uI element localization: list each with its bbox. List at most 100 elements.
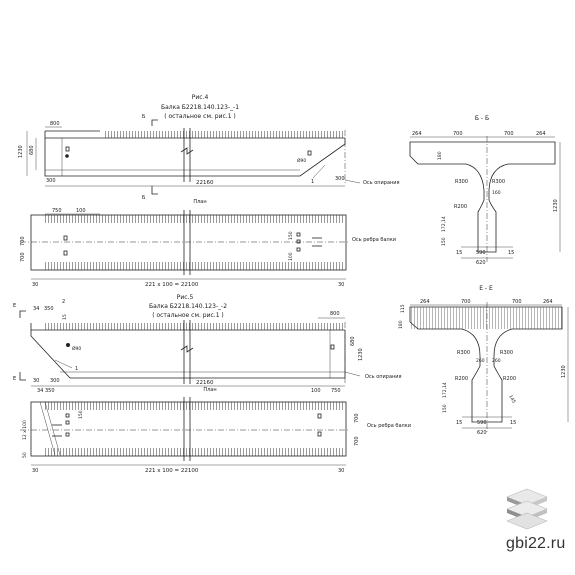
fig5-pos-1: 1	[75, 366, 78, 372]
fig4-dim-300-right: 300	[335, 176, 345, 182]
section-e-dim-15b: 15	[510, 420, 516, 426]
section-e-r300a: R300	[457, 350, 470, 356]
section-b-b: Б - Б 264 700 700 264 180 160 R300 R300 …	[409, 115, 561, 266]
fig5-elevation: Рис.5 Балка Б2218.140.123-_-2 ( остально…	[13, 294, 402, 387]
fig5-plan: План 34 350 100 750 12 x 100 50 150 700 …	[20, 387, 411, 474]
fig5-dim-15: 15	[62, 314, 68, 320]
fig5-dim-length: 22160	[196, 380, 214, 386]
fig5-plan-dim-350: 350	[45, 388, 55, 394]
fig4-lift-point	[65, 154, 69, 158]
fig5-dim-2: 2	[62, 299, 65, 305]
section-b-r300a: R300	[455, 179, 468, 185]
fig5-plan-dim-150: 150	[78, 410, 84, 419]
fig4-elevation: Рис.4 Балка Б2218.140.123-_-1 ( остально…	[18, 94, 400, 201]
fig4-plan-dim-30a: 30	[32, 282, 38, 288]
fig4-dim-1230: 1230	[18, 145, 24, 158]
section-e-r200a: R200	[455, 376, 468, 382]
fig4-plan: План 750 100 700 700 150 100 221 x 100 =…	[20, 199, 396, 288]
fig5-plan-outline	[30, 401, 347, 457]
fig5-plan-dim-12x100: 12 x 100	[22, 420, 28, 440]
section-e-dim-620: 620	[477, 430, 487, 436]
fig5-plan-dim-50: 50	[22, 452, 28, 458]
section-e-dim-264b: 264	[543, 299, 553, 305]
fig5-dim-1230: 1230	[358, 348, 364, 361]
fig5-plan-title: План	[203, 387, 216, 393]
section-e-dim-260a: 260	[476, 358, 485, 364]
section-e-r300b: R300	[500, 350, 513, 356]
section-b-dim-700b: 700	[504, 131, 514, 137]
section-e-dim-115: 115	[400, 304, 406, 313]
fig4-section-mark-top: Б	[142, 114, 146, 120]
section-e-dim-150: 150	[442, 404, 448, 413]
section-b-title: Б - Б	[475, 115, 489, 122]
section-e-title: Е - Е	[479, 285, 493, 292]
fig4-phi: Ø90	[297, 157, 306, 164]
fig5-beam-outline	[30, 323, 346, 379]
fig5-dim-680: 680	[350, 336, 356, 346]
section-b-dim-620: 620	[476, 260, 486, 266]
section-e-dim-1230: 1230	[561, 365, 567, 378]
fig5-plan-dim-700a: 700	[354, 413, 360, 423]
section-b-dim-264a: 264	[412, 131, 422, 137]
section-b-dim-15b: 15	[508, 250, 514, 256]
fig5-plan-axis-label: Ось ребра балки	[367, 423, 411, 429]
section-b-outline	[409, 141, 556, 253]
fig4-top-ribs	[103, 131, 345, 138]
fig4-plan-dim-700b: 700	[20, 252, 26, 262]
fig4-dim-length: 22160	[196, 180, 214, 186]
section-b-dim-590: 590	[476, 250, 486, 256]
section-b-r200: R200	[454, 204, 467, 210]
section-b-dim-180: 180	[437, 151, 443, 160]
fig5-section-mark-bottom: Е	[13, 376, 16, 382]
section-b-dim-150: 150	[441, 237, 447, 246]
fig4-plan-dim-30b: 30	[338, 282, 344, 288]
fig4-section-mark-bottom: Б	[142, 195, 146, 201]
fig5-phi: Ø90	[72, 345, 81, 352]
fig4-title: Рис.4	[192, 94, 209, 101]
section-e-dim-700b: 700	[512, 299, 522, 305]
fig5-support-label: Ось опирания	[365, 374, 402, 380]
section-e-dim-172: 172,14	[442, 382, 448, 398]
fig5-plan-dim-30b: 30	[338, 468, 344, 474]
section-b-dim-172: 172,14	[441, 216, 447, 232]
section-e-dim-145: 145	[507, 394, 517, 405]
section-e-dim-15a: 15	[456, 420, 462, 426]
fig4-dim-800: 800	[50, 121, 60, 127]
section-b-dim-160: 160	[492, 190, 501, 196]
fig4-plan-axis-label: Ось ребра балки	[352, 237, 396, 243]
section-b-r300b: R300	[492, 179, 505, 185]
fig4-plan-title: План	[193, 199, 206, 205]
section-e-r200b: R200	[503, 376, 516, 382]
section-e-dim-590: 590	[477, 420, 487, 426]
fig5-plan-dim-30a: 30	[32, 468, 38, 474]
fig4-plan-dim-750: 750	[52, 208, 62, 214]
section-e-e: Е - Е 264 700 700 264 115 180 R300 R300 …	[398, 285, 569, 436]
fig4-plan-dim-700a: 700	[20, 236, 26, 246]
fig4-break-line	[180, 128, 194, 182]
fig5-section-mark-top: Е	[13, 303, 16, 309]
fig5-dim-350: 350	[44, 306, 54, 312]
fig4-pos-1: 1	[311, 179, 314, 185]
fig4-dim-680: 680	[29, 145, 35, 155]
fig5-plan-dim-700b: 700	[354, 436, 360, 446]
fig4-hole	[65, 146, 70, 152]
brand-logo-icon	[506, 488, 548, 530]
fig4-plan-outline	[30, 214, 347, 271]
fig5-plan-span: 221 x 100 = 22100	[145, 468, 199, 474]
fig5-plan-dim-100: 100	[311, 388, 321, 394]
fig5-dim-800: 800	[330, 311, 340, 317]
site-url-label[interactable]: gbi22.ru	[506, 535, 566, 552]
fig4-plan-dim-150: 150	[288, 231, 294, 240]
section-e-dim-264a: 264	[420, 299, 430, 305]
section-e-dim-700a: 700	[461, 299, 471, 305]
fig4-plan-span: 221 x 100 = 22100	[145, 282, 199, 288]
section-e-dim-260b: 260	[492, 358, 501, 364]
section-e-dim-180: 180	[398, 320, 404, 329]
section-b-dim-15a: 15	[456, 250, 462, 256]
fig5-plan-dim-750: 750	[331, 388, 341, 394]
section-e-outline	[409, 306, 563, 423]
section-b-dim-1230: 1230	[553, 199, 559, 212]
fig5-note: ( остальное см. рис.1 )	[152, 312, 224, 319]
fig5-plan-dim-34: 34	[37, 388, 43, 394]
